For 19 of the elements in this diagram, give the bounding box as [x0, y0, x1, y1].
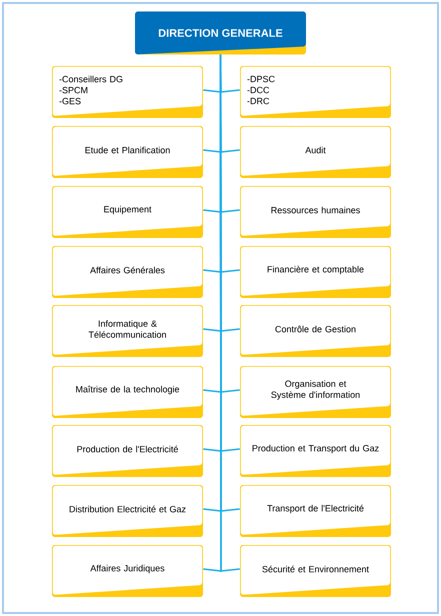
department-box: Transport de l'Electricité [240, 485, 391, 537]
department-box: Ressources humaines [240, 186, 391, 238]
department-box: Sécurité et Environnement [240, 545, 391, 597]
department-box: Equipement [52, 186, 203, 238]
department-box: Audit [240, 126, 391, 178]
department-box: Production et Transport du Gaz [240, 425, 391, 477]
department-box: Informatique & Télécommunication [52, 305, 203, 357]
title-box: DIRECTION GENERALE [135, 12, 306, 54]
department-box: Distribution Electricité et Gaz [52, 485, 203, 537]
department-box: -Conseillers DG -SPCM -GES [52, 66, 203, 118]
department-box: Production de l'Electricité [52, 425, 203, 477]
department-box: Financière et comptable [240, 246, 391, 298]
department-box: -DPSC -DCC -DRC [240, 66, 391, 118]
department-box: Etude et Planification [52, 126, 203, 178]
department-box: Maîtrise de la technologie [52, 366, 203, 418]
department-box: Organisation et Système d'information [240, 366, 391, 418]
department-box: Affaires Générales [52, 246, 203, 298]
department-box: Contrôle de Gestion [240, 305, 391, 357]
department-box: Affaires Juridiques [52, 545, 203, 597]
